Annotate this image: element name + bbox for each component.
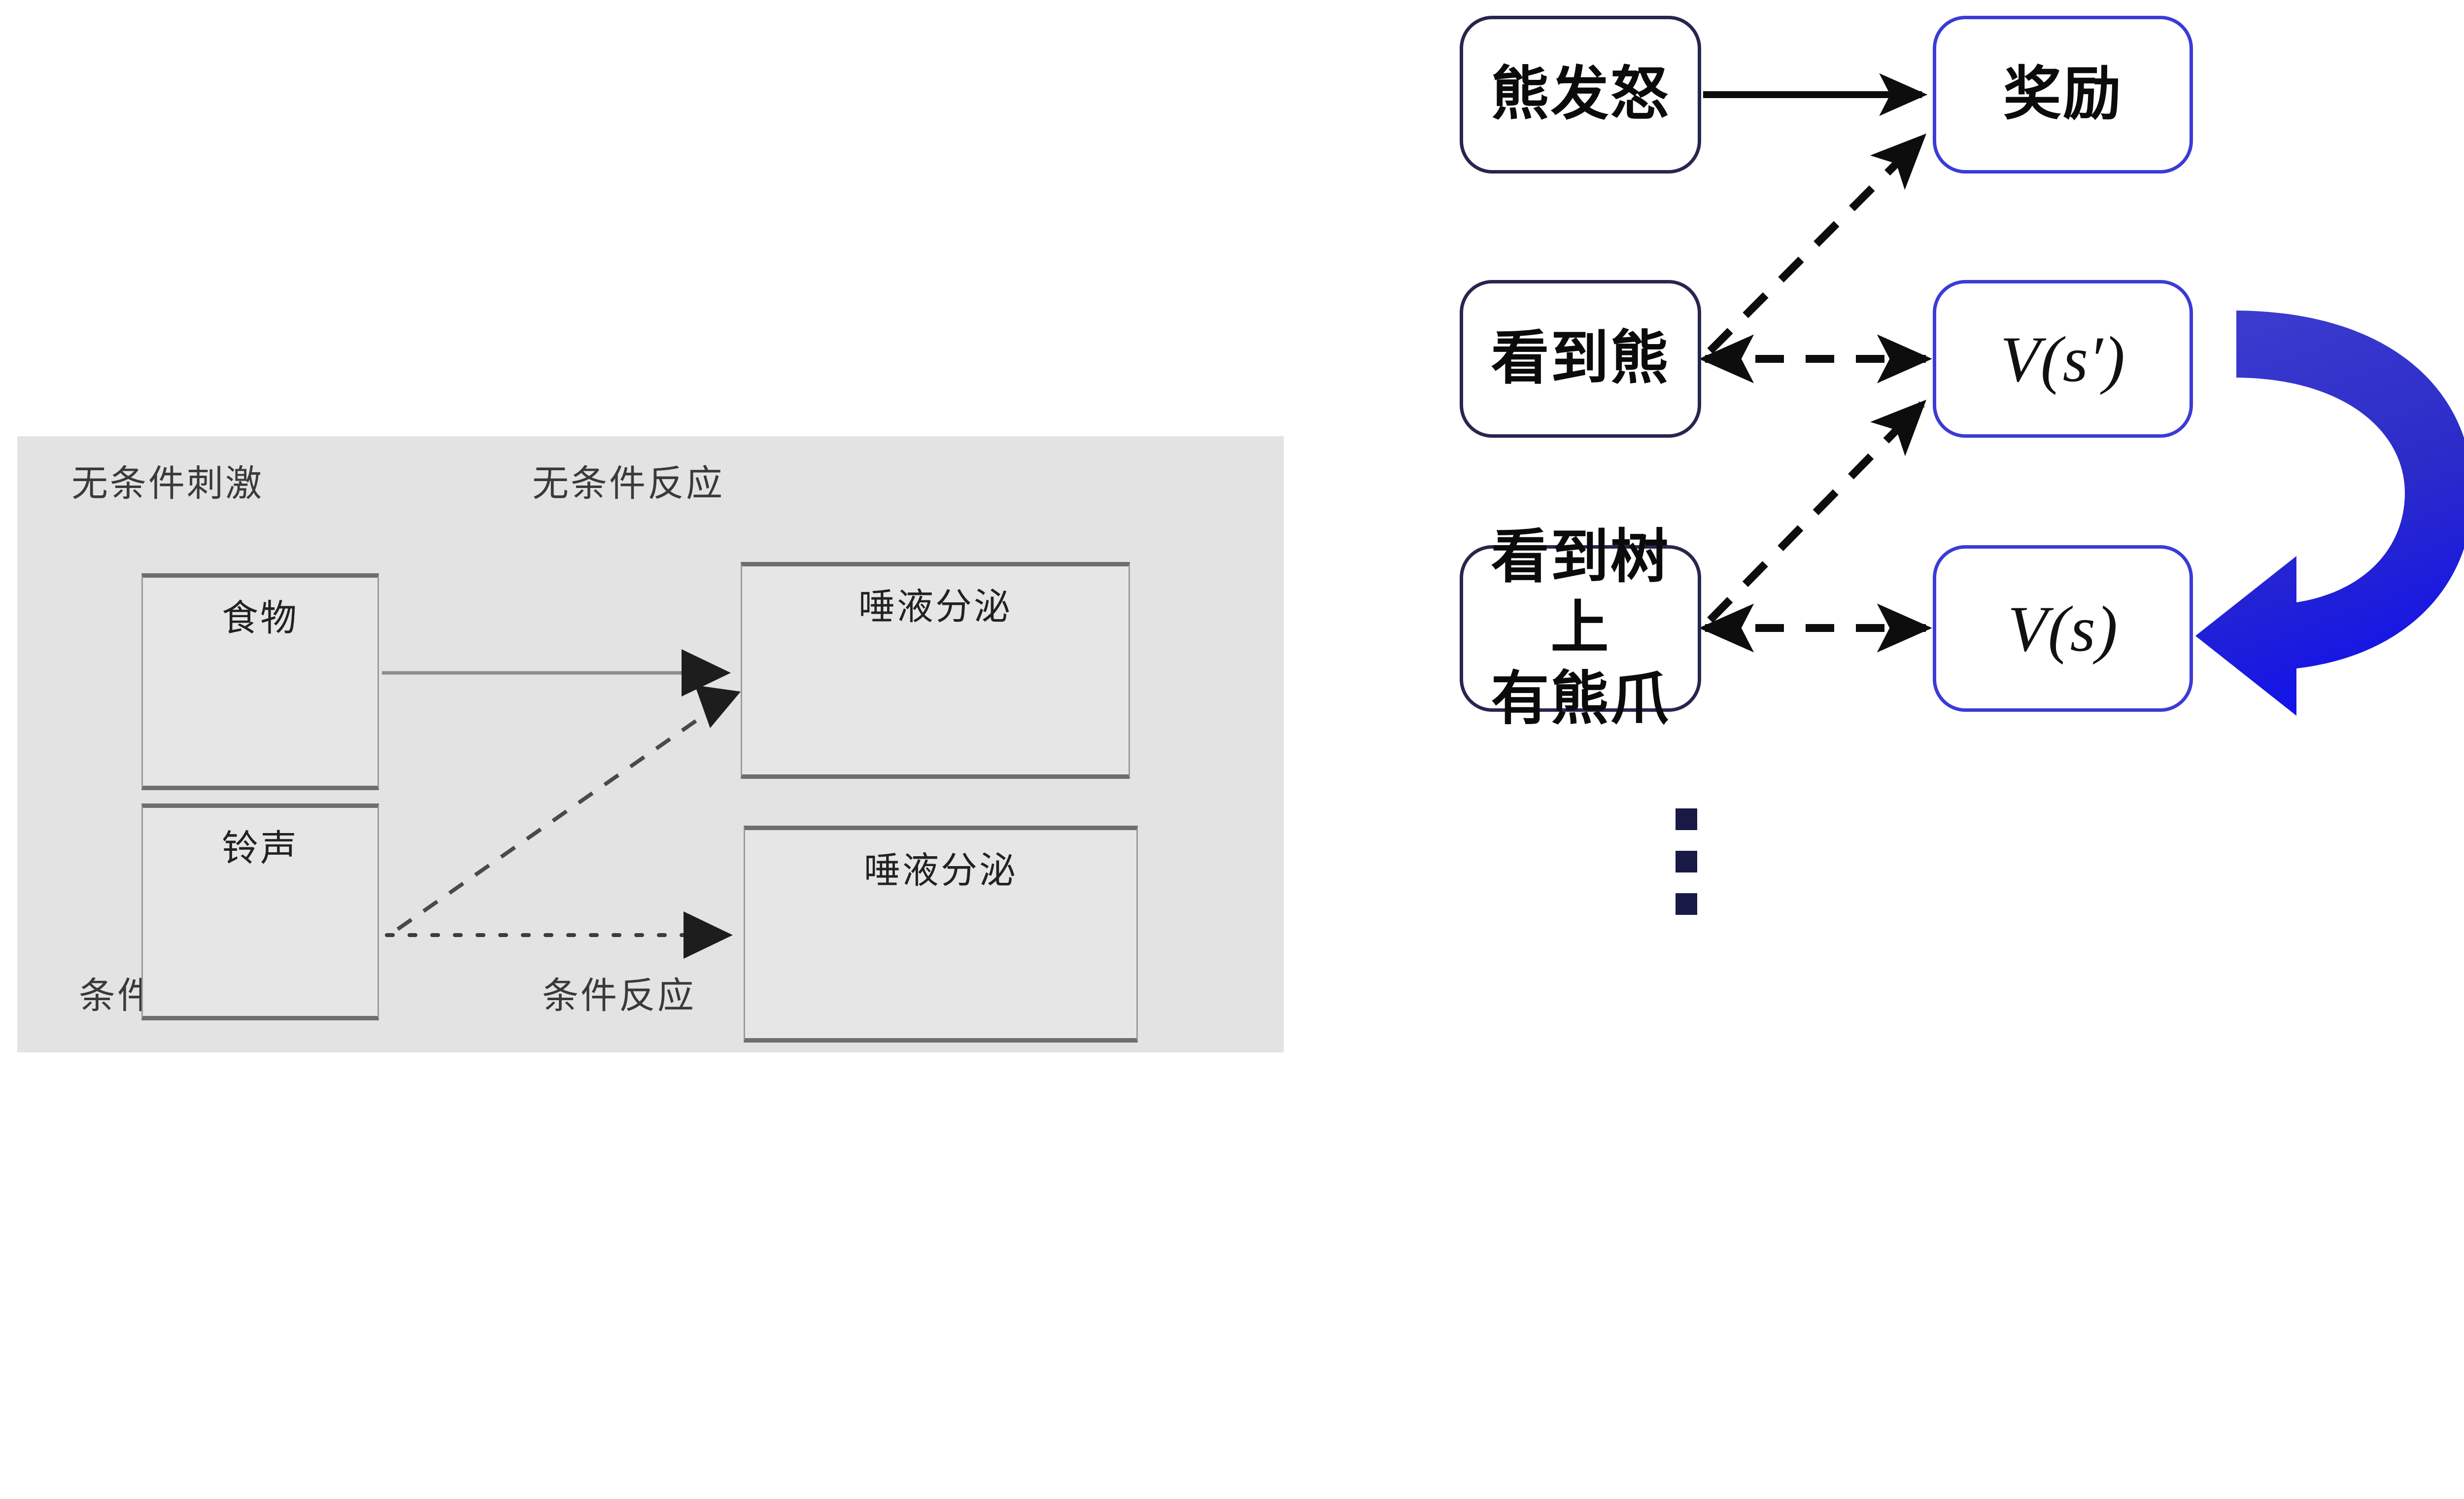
pavlov-conditioning-panel: 无条件刺激 无条件反应 条件刺激 条件反应 食物 铃声 唾液分泌 唾液分泌 [17,436,1284,1052]
node-reward[interactable]: 奖励 [1933,16,2193,174]
node-value-s-label: V(s) [2008,592,2118,665]
arrow-bell-to-saliva-unconditioned [396,685,741,931]
node-value-s[interactable]: V(s) [1933,545,2193,712]
node-see-claw-line2: 有熊爪 [1491,666,1670,732]
ellipsis-dot [1676,893,1697,915]
node-bear-angry[interactable]: 熊发怒 [1460,16,1701,174]
pavlov-box-bell: 铃声 [141,803,379,1020]
edge-see-bear-to-reward [1707,133,1927,354]
pavlov-box-food: 食物 [141,573,379,790]
node-value-s-prime[interactable]: V(s′) [1933,280,2193,438]
label-unconditioned-stimulus: 无条件刺激 [71,463,264,504]
ellipsis-dot [1676,808,1697,830]
arrow-bell-to-saliva-conditioned [385,911,733,959]
node-reward-label: 奖励 [2003,62,2122,127]
node-see-bear-label: 看到熊 [1491,326,1670,391]
pavlov-arrows-layer [382,649,741,959]
node-see-claw-label: 看到树上 有熊爪 [1463,522,1698,735]
node-bear-angry-label: 熊发怒 [1491,62,1670,127]
node-see-claw-line1: 看到树上 [1491,524,1670,661]
rl-edges-layer [1699,73,2464,716]
arrow-food-to-saliva [382,649,731,697]
curved-loop-arrow-icon [2195,311,2464,716]
ellipsis-dot [1676,851,1697,872]
label-conditioned-response: 条件反应 [542,975,696,1016]
node-see-bear[interactable]: 看到熊 [1460,280,1701,438]
ellipsis-left-column [1676,808,1697,915]
node-see-claw[interactable]: 看到树上 有熊爪 [1460,524,1701,732]
edge-see-claw-to-vsprime [1707,399,1926,623]
pavlov-box-saliva-conditioned: 唾液分泌 [744,826,1138,1043]
label-unconditioned-response: 无条件反应 [532,463,724,504]
node-value-s-prime-label: V(s′) [2000,322,2125,395]
pavlov-box-saliva-unconditioned: 唾液分泌 [741,562,1130,779]
rl-value-diagram-panel: 熊发怒 看到熊 看到树上 有熊爪 奖励 V(s′) V(s) [1429,0,2464,1499]
